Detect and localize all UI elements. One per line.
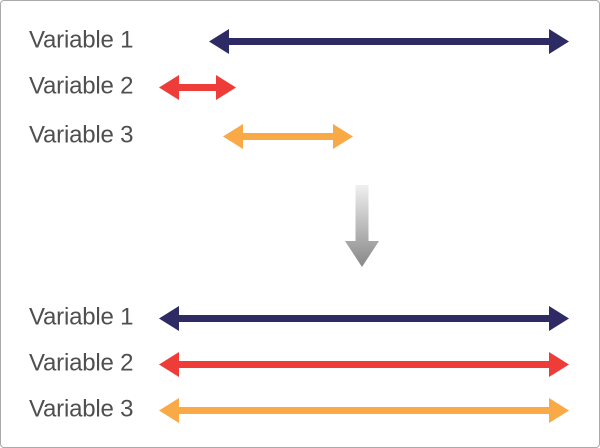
variable-3-label-after: Variable 3: [29, 395, 134, 423]
variable-2-range-arrow-after: [159, 351, 569, 377]
variable-2-label-after: Variable 2: [29, 349, 134, 377]
variable-2-label-before: Variable 2: [29, 72, 134, 100]
variable-1-range-arrow-before: [209, 28, 569, 54]
variable-3-label-before: Variable 3: [29, 121, 134, 149]
variable-1-label-after: Variable 1: [29, 303, 134, 331]
variable-2-range-arrow-before: [159, 74, 236, 100]
variable-1-range-arrow-after: [159, 305, 569, 331]
variable-3-range-arrow-before: [223, 123, 353, 149]
variable-1-label-before: Variable 1: [29, 26, 134, 54]
variable-3-range-arrow-after: [159, 397, 569, 423]
transform-down-arrow: [345, 185, 379, 267]
